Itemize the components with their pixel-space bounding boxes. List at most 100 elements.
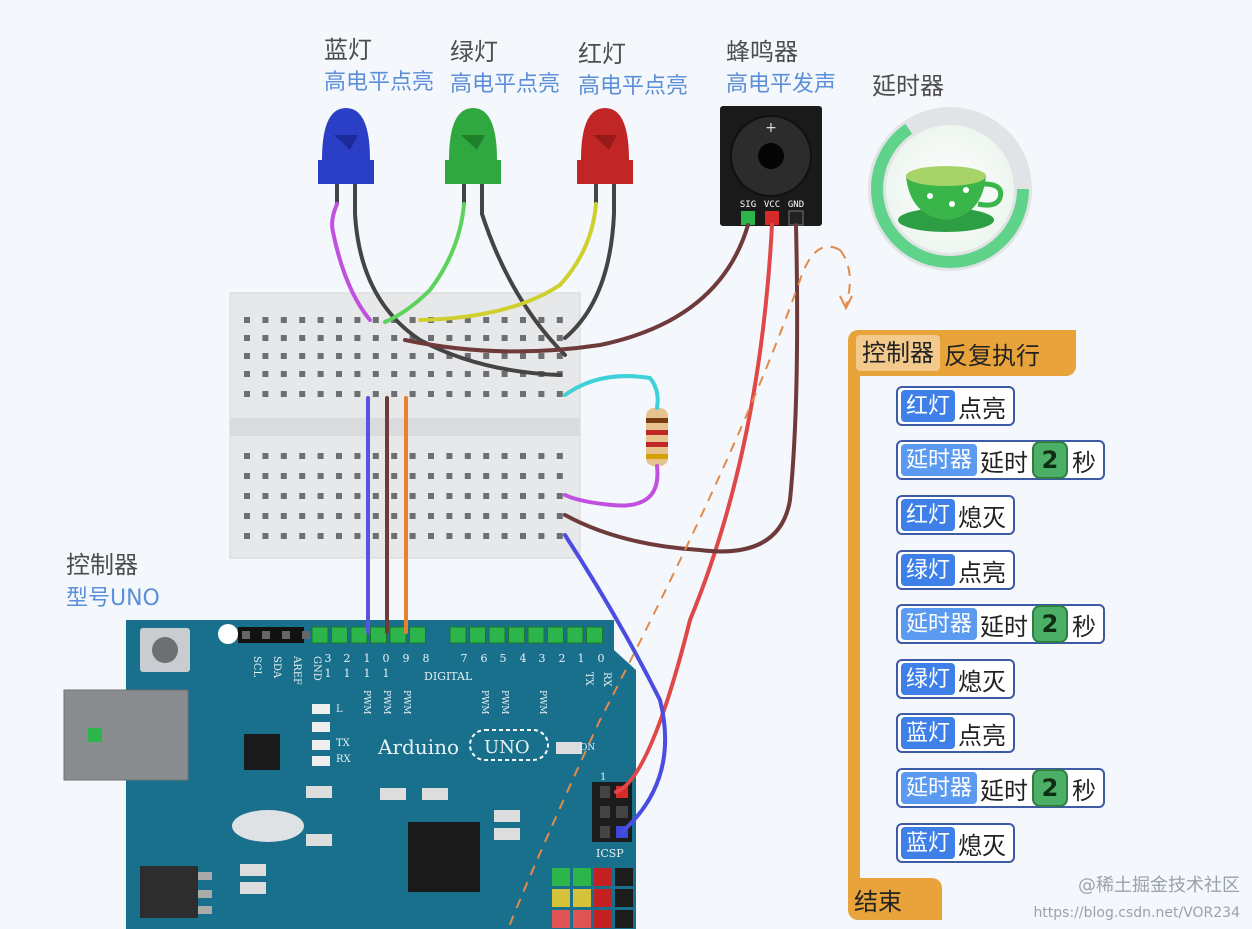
header-pin[interactable] (488, 626, 506, 644)
program-statement[interactable]: 红灯熄灭 (896, 495, 1016, 535)
program-statement[interactable]: 蓝灯熄灭 (896, 823, 1016, 863)
buzzer-module[interactable]: + SIG VCC GND (720, 106, 822, 226)
resistor[interactable] (646, 408, 668, 466)
timer-icon[interactable] (868, 107, 1032, 271)
breadboard-hole (556, 473, 563, 479)
breadboard-hole (244, 353, 250, 359)
statement-device-chip[interactable]: 绿灯 (901, 663, 956, 695)
header-pin[interactable] (527, 626, 545, 644)
statement-device-chip[interactable]: 绿灯 (901, 554, 956, 586)
breadboard-hole (538, 513, 545, 519)
breadboard-hole (501, 317, 508, 323)
statement-device-chip[interactable]: 蓝灯 (901, 717, 956, 749)
breadboard-hole (428, 371, 434, 377)
breadboard-hole (483, 473, 490, 479)
header-pin[interactable] (389, 626, 407, 644)
header-pin[interactable] (331, 626, 348, 644)
breadboard-hole (317, 371, 324, 377)
breadboard-hole (299, 533, 306, 539)
breadboard-hole (280, 371, 287, 377)
breadboard-hole (280, 335, 287, 341)
breadboard-hole (372, 453, 379, 459)
delay-value-input[interactable]: 2 (1032, 605, 1069, 643)
breadboard-hole (446, 473, 453, 479)
breadboard-hole (354, 371, 361, 377)
breadboard-hole (483, 371, 490, 377)
breadboard-hole (262, 371, 269, 377)
board-pwm-label: PWM (401, 690, 411, 715)
breadboard-hole (299, 513, 306, 519)
statement-device-chip[interactable]: 延时器 (901, 444, 978, 476)
program-statement[interactable]: 绿灯熄灭 (896, 659, 1016, 699)
breadboard-hole (409, 493, 416, 499)
program-statement[interactable]: 蓝灯点亮 (896, 713, 1016, 753)
statement-device-chip[interactable]: 红灯 (901, 390, 956, 422)
breadboard-hole (428, 335, 434, 341)
breadboard-hole (262, 493, 269, 499)
breadboard-hole (428, 391, 434, 397)
breadboard-hole (336, 353, 342, 359)
blue-led-desc: 高电平点亮 (324, 70, 435, 95)
header-pin[interactable] (508, 626, 525, 644)
header-pin[interactable] (547, 626, 564, 644)
statement-device-chip[interactable]: 红灯 (901, 499, 956, 531)
breadboard-hole (317, 513, 324, 519)
board-model: UNO (484, 737, 530, 758)
header-pin[interactable] (586, 626, 603, 644)
header-pin[interactable] (370, 626, 387, 644)
breadboard-hole (464, 513, 471, 519)
statement-device-chip[interactable]: 延时器 (901, 772, 978, 804)
breadboard-hole (520, 473, 526, 479)
header-pin-power[interactable] (242, 631, 250, 639)
breadboard-hole (317, 391, 324, 397)
header-pin-power[interactable] (282, 631, 290, 639)
statement-device-chip[interactable]: 延时器 (901, 608, 978, 640)
breadboard-hole (556, 453, 563, 459)
breadboard-hole (464, 391, 471, 397)
breadboard-hole (409, 473, 416, 479)
header-pin[interactable] (469, 626, 486, 644)
board-pin-number-tens: 1 (383, 667, 390, 680)
board-brand: Arduino (377, 735, 459, 759)
breadboard-hole (391, 353, 398, 359)
program-statement[interactable]: 绿灯点亮 (896, 550, 1016, 590)
header-pin-power[interactable] (262, 631, 270, 639)
green-led-desc: 高电平点亮 (450, 72, 561, 97)
breadboard-hole (538, 493, 545, 499)
arduino-uno-board[interactable]: Arduino UNO DIGITAL ICSP 1 ON L TX RX SC… (63, 620, 636, 929)
breadboard-hole (556, 353, 563, 359)
program-loop-block[interactable]: 控制器 反复执行 (848, 330, 1076, 376)
breadboard-hole (464, 317, 471, 323)
header-pin-power[interactable] (302, 631, 310, 639)
breadboard-hole (354, 335, 361, 341)
header-pin[interactable] (409, 626, 426, 644)
header-pin[interactable] (311, 626, 329, 644)
board-pin-number: 7 (461, 652, 468, 665)
red-led-desc: 高电平点亮 (578, 74, 689, 99)
header-pin[interactable] (566, 626, 584, 644)
breadboard-hole (354, 353, 361, 359)
delay-value-input[interactable]: 2 (1032, 441, 1069, 479)
breadboard-hole (354, 473, 361, 479)
green-led[interactable] (445, 108, 501, 214)
board-side-label: GND (311, 656, 322, 681)
red-led[interactable] (577, 108, 633, 214)
program-end-block[interactable]: 结束 (848, 878, 942, 920)
statement-device-chip[interactable]: 蓝灯 (901, 827, 956, 859)
breadboard-hole (354, 317, 361, 323)
program-statement[interactable]: 红灯点亮 (896, 386, 1016, 426)
blue-led[interactable] (318, 108, 374, 214)
breadboard-hole (464, 353, 471, 359)
breadboard-hole (299, 353, 306, 359)
breadboard-hole (372, 493, 379, 499)
delay-value-input[interactable]: 2 (1032, 769, 1069, 807)
board-side-label: SDA (271, 656, 282, 679)
board-on-label: ON (580, 743, 595, 753)
breadboard-hole (520, 513, 526, 519)
breadboard-hole (317, 533, 324, 539)
header-pin[interactable] (350, 626, 368, 644)
header-pin[interactable] (449, 626, 467, 644)
